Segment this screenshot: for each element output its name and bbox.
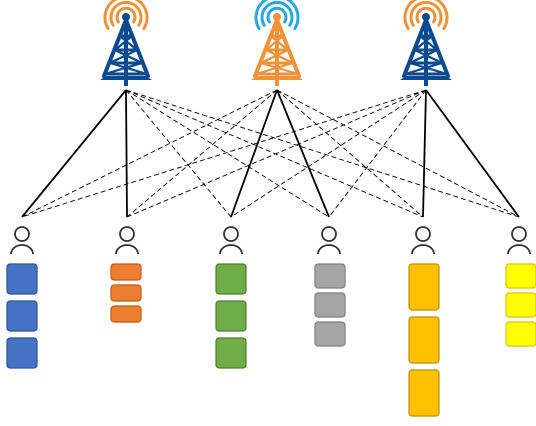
dashed-link xyxy=(276,89,520,218)
resource-block xyxy=(505,292,536,318)
tower-lattice xyxy=(104,35,148,76)
user-icon xyxy=(411,226,435,255)
resource-block xyxy=(314,292,346,318)
resource-block xyxy=(6,337,38,369)
signal-wave xyxy=(260,0,294,27)
resource-block xyxy=(110,284,142,302)
user-icon xyxy=(10,226,34,255)
solid-link xyxy=(422,89,427,218)
tower-legs xyxy=(102,18,150,78)
signal-wave xyxy=(415,6,437,24)
tower-base xyxy=(400,76,452,80)
user-group xyxy=(505,226,536,347)
user-head xyxy=(14,226,30,242)
signal-wave xyxy=(109,0,143,27)
cell-tower-icon xyxy=(251,0,303,86)
user-group xyxy=(6,226,38,369)
resource-block xyxy=(6,263,38,295)
dashed-link xyxy=(276,89,424,218)
user-head xyxy=(321,226,337,242)
tower-braces xyxy=(405,34,447,76)
resource-block xyxy=(215,263,247,295)
solid-link xyxy=(425,89,520,218)
user-group xyxy=(408,226,440,417)
dashed-link xyxy=(230,89,427,218)
dashed-link xyxy=(21,89,427,218)
user-head xyxy=(511,226,527,242)
signal-wave xyxy=(266,6,288,24)
tower-braces xyxy=(256,34,298,76)
dashed-link xyxy=(328,89,427,218)
tower-base xyxy=(251,76,303,80)
cell-tower-icon xyxy=(400,0,452,86)
antenna-tip xyxy=(422,13,430,21)
user-body xyxy=(219,244,243,255)
resource-block xyxy=(314,263,346,289)
resource-block xyxy=(215,300,247,332)
tower-legs xyxy=(402,18,450,78)
user-icon xyxy=(317,226,341,255)
user-body xyxy=(507,244,531,255)
towers-layer xyxy=(100,0,452,86)
signal-wave xyxy=(254,0,300,31)
antenna-tip xyxy=(122,13,130,21)
resource-block xyxy=(408,263,440,311)
user-head xyxy=(119,226,135,242)
users-layer xyxy=(6,226,536,417)
user-group xyxy=(215,226,247,369)
solid-link xyxy=(21,89,127,218)
resource-block xyxy=(314,321,346,347)
signal-wave xyxy=(403,0,449,31)
signal-wave xyxy=(115,6,137,24)
tower-lattice xyxy=(255,35,299,76)
user-head xyxy=(415,226,431,242)
signal-wave xyxy=(409,0,443,27)
solid-link xyxy=(230,89,278,218)
user-group xyxy=(314,226,346,347)
dashed-link xyxy=(125,89,520,218)
user-icon xyxy=(507,226,531,255)
dashed-link xyxy=(126,89,427,218)
cell-tower-icon xyxy=(100,0,152,86)
resource-block xyxy=(110,263,142,281)
resource-block xyxy=(505,263,536,289)
tower-base xyxy=(100,76,152,80)
signal-wave xyxy=(103,0,149,31)
solid-link xyxy=(276,89,330,218)
resource-block xyxy=(408,369,440,417)
tower-legs xyxy=(253,18,301,78)
resource-block xyxy=(110,305,142,323)
user-body xyxy=(411,244,435,255)
user-body xyxy=(115,244,139,255)
user-body xyxy=(10,244,34,255)
user-body xyxy=(317,244,341,255)
resource-block xyxy=(6,300,38,332)
resource-block xyxy=(215,337,247,369)
antenna-tip xyxy=(273,13,281,21)
user-icon xyxy=(219,226,243,255)
user-icon xyxy=(115,226,139,255)
resource-block xyxy=(505,321,536,347)
dashed-link xyxy=(125,89,232,218)
tower-braces xyxy=(105,34,147,76)
solid-link xyxy=(125,89,128,218)
links-layer xyxy=(21,89,520,218)
user-group xyxy=(110,226,142,323)
user-head xyxy=(223,226,239,242)
dashed-link xyxy=(125,89,424,218)
tower-lattice xyxy=(404,35,448,76)
resource-block xyxy=(408,316,440,364)
dashed-link xyxy=(126,89,278,218)
